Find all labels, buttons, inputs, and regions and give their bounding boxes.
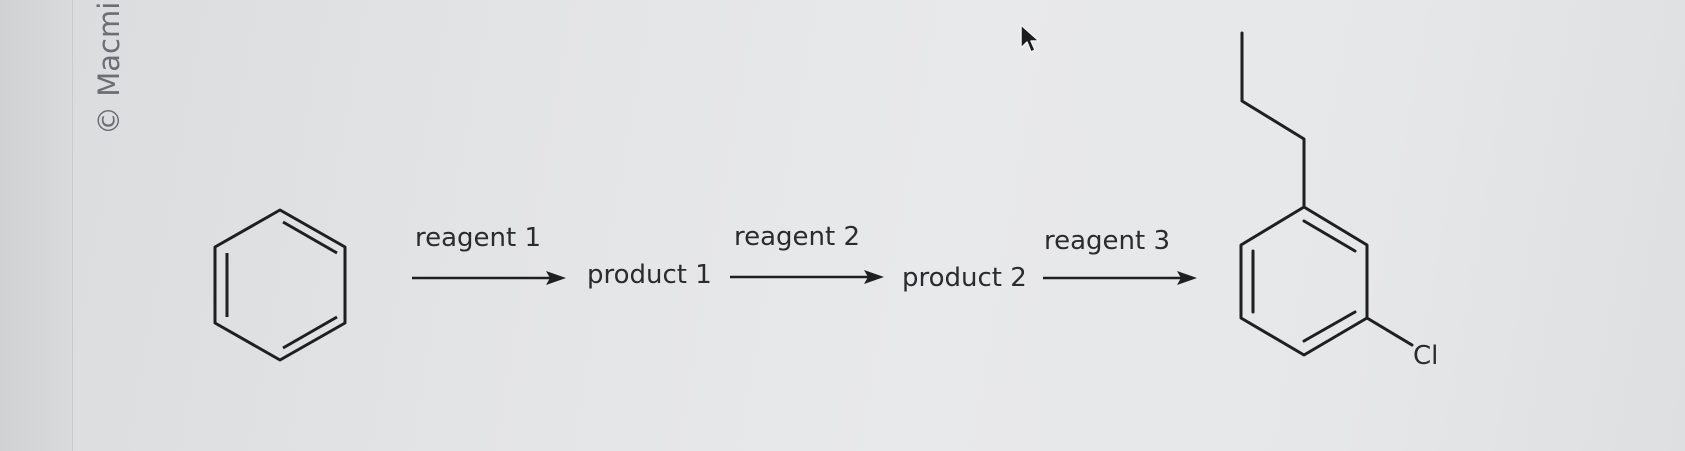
reagent-2-label: reagent 2 (734, 222, 861, 252)
reaction-arrow-2 (730, 270, 884, 284)
product-1-label: product 1 (587, 260, 712, 290)
mouse-pointer-icon (1020, 24, 1040, 53)
page-left-margin (0, 0, 73, 451)
final-product-structure (1239, 31, 1414, 357)
reagent-3-label: reagent 3 (1044, 226, 1171, 256)
reagent-1-label: reagent 1 (415, 223, 542, 253)
benzene-structure (213, 208, 347, 362)
reaction-arrow-3 (1043, 271, 1197, 285)
product-2-label: product 2 (902, 263, 1027, 293)
chlorine-atom-label: Cl (1413, 341, 1439, 371)
reaction-arrow-1 (412, 271, 566, 285)
